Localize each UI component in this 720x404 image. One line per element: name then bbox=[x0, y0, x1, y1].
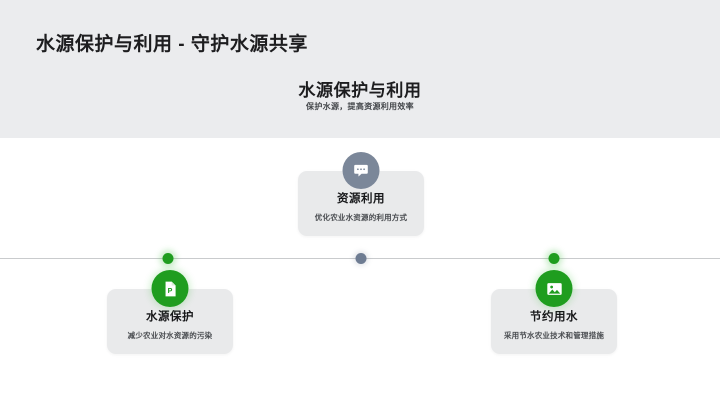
timeline-dot-water-saving[interactable] bbox=[548, 253, 560, 264]
timeline-dot-resource-utilization[interactable] bbox=[355, 253, 367, 264]
node-title: 水源保护 bbox=[146, 311, 194, 323]
hero-subtitle: 保护水源，提高资源利用效率 bbox=[306, 102, 414, 111]
image-picture-icon bbox=[535, 270, 573, 307]
node-card[interactable]: 节约用水 采用节水农业技术和管理措施 bbox=[491, 270, 617, 354]
node-title: 节约用水 bbox=[530, 311, 578, 323]
timeline-node-resource-utilization[interactable]: 资源利用 优化农业水资源的利用方式 bbox=[298, 152, 424, 236]
node-title: 资源利用 bbox=[337, 193, 385, 205]
chat-bubble-icon bbox=[342, 152, 380, 189]
timeline-dot-water-protection[interactable] bbox=[162, 253, 174, 264]
header-band bbox=[0, 0, 720, 138]
node-description: 采用节水农业技术和管理措施 bbox=[503, 330, 605, 340]
node-description: 减少农业对水资源的污染 bbox=[127, 330, 213, 340]
node-description: 优化农业水资源的利用方式 bbox=[314, 212, 408, 222]
timeline-node-water-protection[interactable]: P 水源保护 减少农业对水资源的污染 bbox=[107, 270, 233, 354]
page-title: 水源保护与利用 - 守护水源共享 bbox=[36, 34, 308, 55]
svg-text:P: P bbox=[167, 286, 172, 294]
node-card[interactable]: 资源利用 优化农业水资源的利用方式 bbox=[298, 152, 424, 236]
timeline-node-water-saving[interactable]: 节约用水 采用节水农业技术和管理措施 bbox=[491, 270, 617, 354]
file-presentation-icon: P bbox=[151, 270, 189, 307]
node-card[interactable]: P 水源保护 减少农业对水资源的污染 bbox=[107, 270, 233, 354]
hero-title: 水源保护与利用 bbox=[298, 81, 422, 100]
